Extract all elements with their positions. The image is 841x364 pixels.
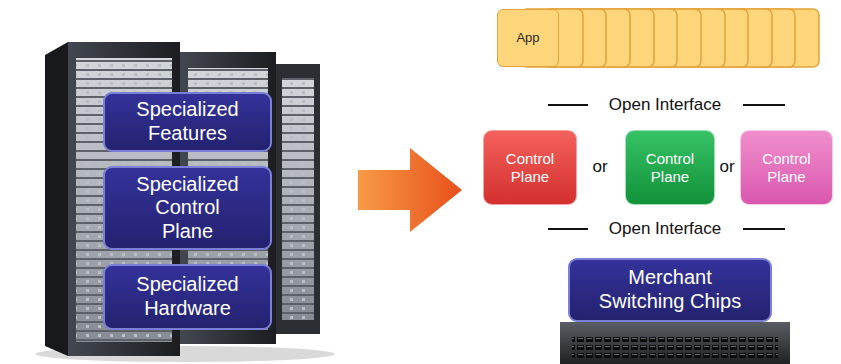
rack-side (45, 42, 68, 356)
switch-ports (572, 334, 778, 358)
feature-box: Specialized Features (103, 92, 272, 152)
rack-slots (282, 78, 314, 320)
app-stack (521, 9, 819, 67)
control-plane-box: Specialized Control Plane (103, 166, 272, 250)
hardware-box: Specialized Hardware (103, 264, 272, 330)
box-text: App (516, 30, 539, 45)
box-text: Specialized Hardware (129, 273, 247, 320)
or-label: or (717, 158, 736, 177)
transition-arrow (358, 148, 462, 232)
rack-illustration (35, 42, 335, 362)
chip-box: Merchant Switching Chips (568, 258, 772, 322)
box-text: Merchant Switching Chips (587, 266, 753, 313)
interface-label: Open Interface (607, 96, 723, 115)
rack-panel (282, 78, 314, 320)
box-text: Specialized Control Plane (129, 173, 247, 244)
control-plane-box: Control Plane (740, 130, 833, 205)
interface-rule (743, 104, 785, 106)
box-text: Control Plane (634, 150, 706, 185)
control-plane-box: Control Plane (483, 130, 577, 205)
switch-body (560, 322, 790, 364)
interface-rule (548, 104, 588, 106)
switch-illustration (560, 322, 790, 364)
interface-rule (743, 228, 785, 230)
box-text: Control Plane (751, 150, 823, 185)
control-plane-box: Control Plane (625, 130, 715, 205)
rack-body (276, 64, 320, 334)
app-card: App (497, 9, 559, 67)
interface-rule (548, 228, 588, 230)
or-label: or (590, 158, 609, 177)
box-text: Control Plane (494, 150, 566, 185)
interface-label: Open Interface (607, 220, 723, 239)
box-text: Specialized Features (129, 98, 247, 145)
